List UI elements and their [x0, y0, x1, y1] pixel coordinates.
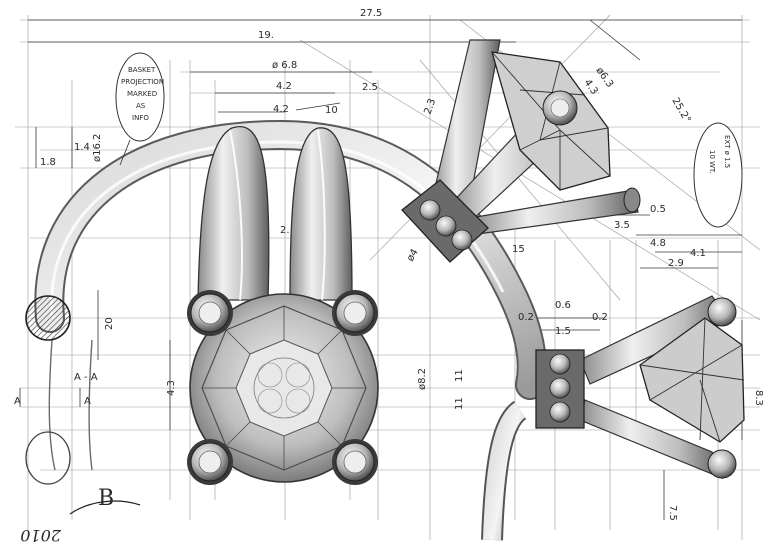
dim-diam-4: ø4: [405, 247, 421, 263]
dim-8-3: 8.3: [753, 390, 764, 406]
dim-section-aa: A - A: [74, 372, 98, 383]
left-note-line-2: PROJECTION: [121, 78, 164, 86]
dim-total-width: 27.5: [360, 8, 382, 19]
dim-7-5: 7.5: [667, 505, 678, 521]
dim-4-3: 4.3: [166, 380, 177, 396]
right-note-line-2: 10 WT.: [708, 150, 716, 174]
dim-15: 15: [512, 244, 525, 255]
dim-4-1: 4.1: [690, 248, 706, 259]
left-note-line-3: MARKED: [127, 90, 157, 98]
left-note-bubble: [115, 52, 165, 166]
dim-0-2-a: 0.2: [518, 312, 534, 323]
lower-side-setting: [481, 295, 745, 541]
signature-initial: B: [98, 486, 114, 511]
dim-2-9: 2.9: [668, 258, 684, 269]
dim-1-4: 1.4: [74, 142, 90, 153]
prong-bead-top-left: [187, 290, 233, 336]
dim-4-2-mid: 4.2: [273, 104, 289, 115]
upper-side-setting: [401, 39, 641, 263]
dim-10: 10: [325, 105, 338, 116]
signature-year: 2010: [20, 526, 62, 545]
signature: B 2010: [20, 486, 141, 545]
dim-4-2-top: 4.2: [276, 81, 292, 92]
dim-0-2-b: 0.2: [592, 312, 608, 323]
dim-label-a-right: A: [84, 396, 91, 407]
dim-2-center: 2.: [280, 225, 290, 236]
prong-bead-bottom-left: [187, 439, 233, 485]
upper-channel-block: [401, 179, 489, 263]
dim-16-2: ø16.2: [92, 134, 103, 162]
dim-diam-6-8: ø 6.8: [272, 60, 297, 71]
dim-20: 20: [104, 317, 115, 330]
right-note-bubble: [693, 122, 743, 228]
dim-3-5: 3.5: [614, 220, 630, 231]
dim-11-a: 11: [454, 369, 465, 382]
dim-outer-width: 19.: [258, 30, 274, 41]
dim-2-5: 2.5: [362, 82, 378, 93]
center-gemstone: [189, 293, 379, 483]
dim-4-3-top: 4.3: [582, 77, 600, 96]
prong-bead-bottom-right: [332, 439, 378, 485]
dim-label-a-left: A: [14, 396, 21, 407]
dim-2-3: 2.3: [422, 97, 438, 116]
tall-prongs: [197, 126, 353, 301]
prong-bead-top-right: [332, 290, 378, 336]
right-note-line-1: EXT ø 1.5: [723, 135, 731, 168]
dim-0-6: 0.6: [555, 300, 571, 311]
left-note-line-4: AS: [136, 102, 146, 110]
dim-4-8: 4.8: [650, 238, 666, 249]
band-cross-section: [25, 295, 71, 485]
left-note-line-5: INFO: [132, 114, 149, 122]
lower-channel-block: [535, 349, 585, 429]
dim-0-5: 0.5: [650, 204, 666, 215]
dim-25-2: 25.2°: [669, 96, 692, 125]
dim-11-b: 11: [454, 397, 465, 410]
dim-1-8: 1.8: [40, 157, 56, 168]
dim-1-5: 1.5: [555, 326, 571, 337]
dim-8-2: ø8.2: [417, 368, 428, 390]
prong-beads: [187, 290, 378, 485]
left-note-line-1: BASKET: [128, 66, 156, 74]
